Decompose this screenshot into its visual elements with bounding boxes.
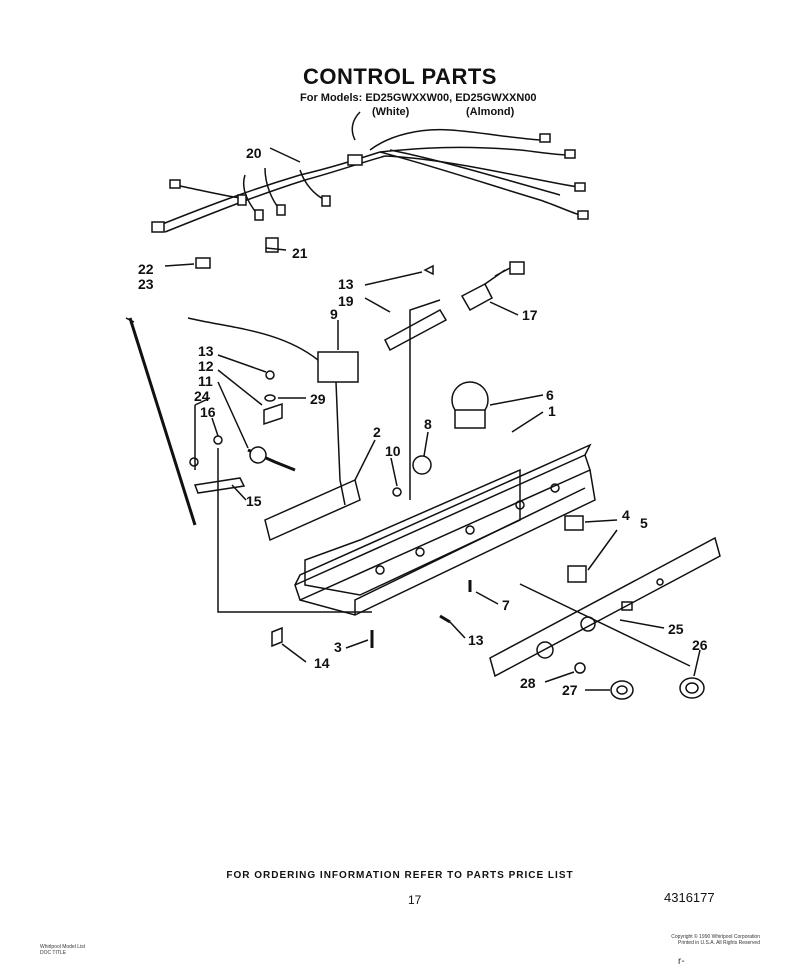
callout-9: 9	[330, 306, 338, 322]
callout-12: 12	[198, 358, 214, 374]
nut-28	[574, 662, 586, 674]
copyright-line1: Copyright © 1990 Whirlpool Corporation	[671, 934, 760, 940]
callout-21: 21	[292, 245, 308, 261]
clip-14	[271, 626, 283, 648]
callout-23: 23	[138, 276, 154, 292]
switch-5	[567, 565, 587, 583]
clip-21	[265, 237, 279, 253]
washer-29	[264, 394, 276, 402]
callout-2: 2	[373, 424, 381, 440]
callout-1: 1	[548, 403, 556, 419]
callout-11: 11	[198, 373, 213, 389]
callout-8: 8	[424, 416, 432, 432]
callout-20: 20	[246, 145, 262, 161]
callout-24: 24	[194, 388, 210, 404]
callout-13-mid: 13	[198, 343, 214, 359]
callout-17: 17	[522, 307, 538, 323]
callout-15: 15	[246, 493, 262, 509]
screw-13-top	[423, 264, 434, 276]
model-numbers: For Models: ED25GWXXW00, ED25GWXXN00	[300, 92, 537, 104]
small-print-left: Whirlpool Model List DOC TITLE	[40, 944, 85, 956]
corner-mark: r-	[678, 956, 685, 967]
switch-9	[317, 351, 359, 383]
bracket-2	[264, 478, 361, 542]
document-part-number: 4316177	[664, 890, 715, 905]
callout-13-top: 13	[338, 276, 354, 292]
screw-16	[213, 435, 223, 445]
callout-29: 29	[310, 391, 326, 407]
callout-14: 14	[314, 655, 330, 671]
callout-25: 25	[668, 621, 684, 637]
variant-almond-label: (Almond)	[466, 106, 515, 118]
screw-10	[392, 487, 402, 497]
callout-26: 26	[692, 637, 708, 653]
bracket-15	[193, 477, 246, 494]
callout-22: 22	[138, 261, 154, 277]
rod-23	[128, 317, 197, 526]
callout-27: 27	[562, 682, 578, 698]
callout-10: 10	[385, 443, 401, 459]
control-panel-25	[489, 536, 721, 678]
control-housing-1	[294, 443, 596, 616]
copyright-line2: Printed in U.S.A. All Rights Reserved	[678, 940, 760, 946]
knob-27	[610, 680, 634, 700]
ordering-info: FOR ORDERING INFORMATION REFER TO PARTS …	[226, 870, 574, 881]
callout-5: 5	[640, 515, 648, 531]
callout-13-low: 13	[468, 632, 484, 648]
wire-harness	[151, 111, 589, 233]
bracket-12	[263, 402, 283, 426]
page-number: 17	[408, 893, 422, 907]
copyright-notice: Copyright © 1990 Whirlpool Corporation P…	[630, 934, 760, 946]
capacitor-17	[460, 282, 493, 312]
switch-4	[564, 515, 584, 531]
small-print-left-line1: Whirlpool Model List	[40, 944, 86, 950]
callout-4: 4	[622, 507, 630, 523]
screw-13-low	[439, 614, 451, 624]
callout-19: 19	[338, 293, 354, 309]
small-print-left-line2: DOC TITLE	[40, 950, 67, 956]
callout-28: 28	[520, 675, 536, 691]
callout-16: 16	[200, 404, 216, 420]
variant-white-label: (White)	[372, 106, 410, 118]
callout-6: 6	[546, 387, 554, 403]
callout-7: 7	[502, 597, 510, 613]
switch-wire	[187, 317, 319, 361]
callout-3: 3	[334, 639, 342, 655]
screw-13-mid	[265, 370, 275, 380]
heater-19	[384, 308, 448, 352]
knob-26	[679, 677, 705, 699]
page-title: CONTROL PARTS	[303, 64, 497, 89]
knob-8	[412, 455, 432, 475]
clip-22	[195, 257, 211, 269]
